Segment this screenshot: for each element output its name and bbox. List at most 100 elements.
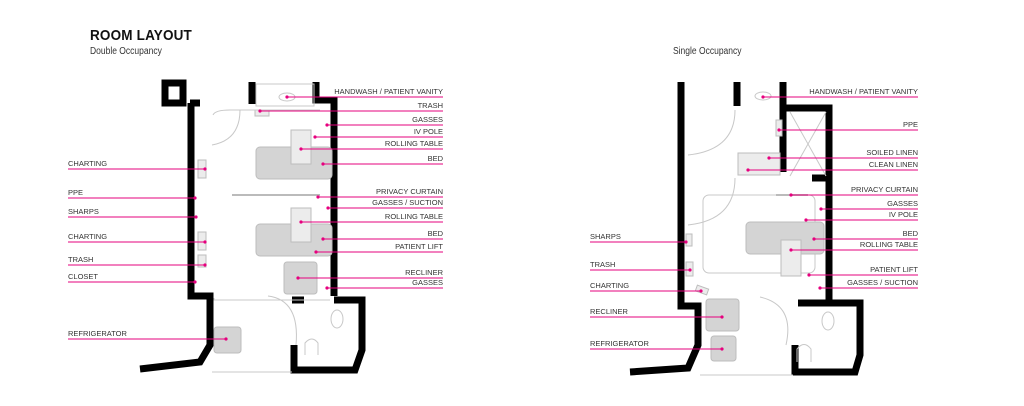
label-handwash-patient-vanity: HANDWASH / PATIENT VANITY [334,87,443,96]
trash-bin [197,254,207,268]
label-trash: TRASH [418,101,443,110]
leader-dot [720,347,724,351]
leader-dot [326,206,330,210]
label-gasses-suction: GASSES / SUCTION [847,278,918,287]
label-closet: CLOSET [68,272,98,281]
leader-dot [761,95,765,99]
leader-dot [224,337,228,341]
leader-dot [807,273,811,277]
label-recliner: RECLINER [590,307,629,316]
label-charting: CHARTING [68,159,107,168]
label-trash: TRASH [68,255,93,264]
sharps-box [685,233,693,247]
leader-dot [285,95,289,99]
leader-dot [316,195,320,199]
label-refrigerator: REFRIGERATOR [590,339,649,348]
leader-dot [321,237,325,241]
leader-dot [299,220,303,224]
leader-dot [203,167,207,171]
label-trash: TRASH [590,260,615,269]
leader-dot [746,168,750,172]
label-gasses: GASSES [412,278,443,287]
label-patient-lift: PATIENT LIFT [870,265,918,274]
wall [791,299,864,376]
double-occupancy-subtitle: Double Occupancy [90,46,162,57]
label-privacy-curtain: PRIVACY CURTAIN [851,185,918,194]
wall [312,82,338,296]
leader-dot [789,248,793,252]
leader-dot [684,240,688,244]
wall [139,103,214,373]
leader-dot [818,286,822,290]
bathroom-door-swing [267,295,297,346]
ppe-station [775,119,783,137]
label-bed: BED [903,229,919,238]
curtain-track [212,109,320,116]
label-refrigerator: REFRIGERATOR [68,329,127,338]
label-soiled-linen: SOILED LINEN [866,148,918,157]
wall [290,296,366,374]
label-gasses-suction: GASSES / SUCTION [372,198,443,207]
leader-dot [194,215,198,219]
wall [161,79,187,107]
leader-dot [321,162,325,166]
page-title: ROOM LAYOUT [90,27,192,44]
label-recliner: RECLINER [405,268,444,277]
bathroom-sink [330,309,344,329]
label-ppe: PPE [903,120,918,129]
rolling-table-2 [290,207,312,243]
single-occupancy-subtitle: Single Occupancy [673,46,742,57]
rolling-table [780,239,802,277]
single-occupancy-plan [629,82,864,376]
label-bed: BED [428,154,444,163]
rolling-table-1 [290,129,312,165]
label-handwash-patient-vanity: HANDWASH / PATIENT VANITY [809,87,918,96]
leader-dot [777,128,781,132]
label-charting: CHARTING [68,232,107,241]
label-rolling-table: ROLLING TABLE [385,212,443,221]
linen-carts [737,152,781,176]
label-clean-linen: CLEAN LINEN [869,160,918,169]
leader-dot [314,250,318,254]
door-swing [687,177,736,226]
refrigerator [213,326,242,354]
label-iv-pole: IV POLE [889,210,918,219]
wall [783,104,833,302]
double-occupancy-plan [139,79,366,374]
leader-dot [203,263,207,267]
toilet [796,344,812,362]
leader-dot [325,123,329,127]
label-sharps: SHARPS [590,232,621,241]
leader-dot [325,286,329,290]
leader-dot [699,289,703,293]
label-iv-pole: IV POLE [414,127,443,136]
recliner [705,298,740,332]
toilet [304,338,319,355]
leader-dot [258,109,262,113]
label-ppe: PPE [68,188,83,197]
leader-dot [789,193,793,197]
leader-dot [812,237,816,241]
label-gasses: GASSES [887,199,918,208]
label-rolling-table: ROLLING TABLE [860,240,918,249]
leader-dot [193,280,197,284]
label-patient-lift: PATIENT LIFT [395,242,443,251]
leader-dot [767,156,771,160]
label-gasses: GASSES [412,115,443,124]
room-outline [213,298,330,301]
label-bed: BED [428,229,444,238]
leader-dot [313,135,317,139]
leader-dot [299,147,303,151]
leader-dot [804,218,808,222]
wall [629,82,702,376]
leader-dot [203,240,207,244]
leader-dot [819,207,823,211]
sink [754,91,772,101]
label-leaders: CHARTING PPE SHARPS CHARTING TRASH CLOSET REFR… [68,87,919,351]
door-swing [211,109,241,146]
leader-dot [296,276,300,280]
bathroom-door-swing [759,296,789,346]
leader-dot [720,315,724,319]
label-charting: CHARTING [590,281,629,290]
